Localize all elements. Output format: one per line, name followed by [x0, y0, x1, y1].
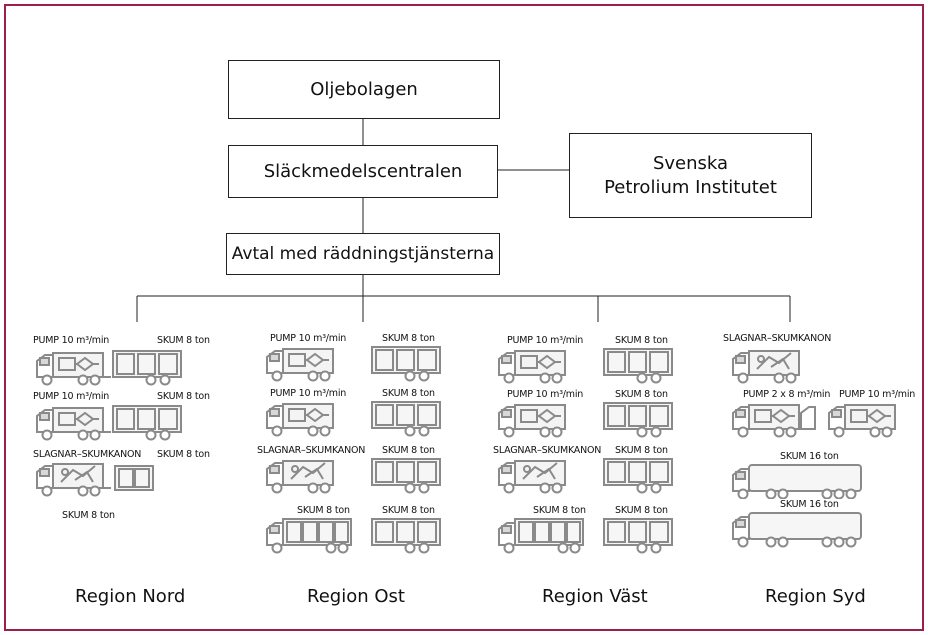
syd-label-2: PUMP 10 m³/min: [839, 389, 916, 400]
ost-label-5: SKUM 8 ton: [382, 445, 435, 456]
box-slackmedelscentralen: Släckmedelscentralen: [228, 145, 498, 198]
ost-label-2: PUMP 10 m³/min: [270, 388, 347, 399]
region-nord-name: Region Nord: [75, 586, 186, 607]
nord-pump-truck-2: [35, 402, 185, 442]
nord-pump-truck-1: [35, 347, 185, 387]
ost-label-6: SKUM 8 ton: [297, 505, 350, 516]
diagram-frame: [4, 4, 924, 631]
syd-tanker-1: [731, 461, 866, 499]
ost-pump-truck-1: [265, 343, 450, 383]
box-slackmedelscentralen-label: Släckmedelscentralen: [263, 160, 463, 182]
vast-label-4: SLAGNAR–SKUMKANON: [493, 445, 602, 456]
nord-label-5: SKUM 8 ton: [157, 449, 210, 460]
vast-foam-trucks: [497, 515, 682, 555]
ost-label-1: SKUM 8 ton: [382, 333, 435, 344]
nord-label-2: PUMP 10 m³/min: [33, 391, 110, 402]
region-vast-name: Region Väst: [542, 586, 648, 607]
nord-label-3: SKUM 8 ton: [157, 391, 210, 402]
box-oljebolagen: Oljebolagen: [228, 60, 500, 119]
syd-label-3: SKUM 16 ton: [780, 451, 839, 462]
box-agreement-label: Avtal med räddningstjänsterna: [231, 243, 495, 264]
ost-label-3: SKUM 8 ton: [382, 388, 435, 399]
syd-label-1: PUMP 2 x 8 m³/min: [743, 389, 831, 400]
ost-label-7: SKUM 8 ton: [382, 505, 435, 516]
nord-cannon-truck: [35, 458, 185, 500]
ost-cannon-truck: [265, 455, 450, 497]
nord-label-4: SLAGNAR–SKUMKANON: [33, 449, 142, 460]
nord-label-6: SKUM 8 ton: [62, 510, 115, 521]
vast-label-3: SKUM 8 ton: [615, 389, 668, 400]
vast-pump-truck-1: [497, 345, 682, 385]
vast-label-5: SKUM 8 ton: [615, 445, 668, 456]
syd-cannon-truck: [731, 345, 811, 387]
region-syd-name: Region Syd: [765, 586, 866, 607]
box-oljebolagen-label: Oljebolagen: [310, 78, 418, 100]
vast-pump-truck-2: [497, 399, 682, 439]
nord-label-0: PUMP 10 m³/min: [33, 335, 110, 346]
ost-foam-trucks: [265, 515, 450, 555]
syd-label-0: SLAGNAR–SKUMKANON: [723, 333, 832, 344]
vast-label-7: SKUM 8 ton: [615, 505, 668, 516]
ost-label-0: PUMP 10 m³/min: [270, 333, 347, 344]
vast-label-2: PUMP 10 m³/min: [507, 389, 584, 400]
vast-label-1: SKUM 8 ton: [615, 335, 668, 346]
syd-label-4: SKUM 16 ton: [780, 499, 839, 510]
region-ost-name: Region Ost: [307, 586, 405, 607]
vast-label-0: PUMP 10 m³/min: [507, 335, 584, 346]
ost-pump-truck-2: [265, 398, 450, 438]
syd-tanker-2: [731, 509, 866, 551]
box-spi: Svenska Petrolium Institutet: [569, 133, 812, 218]
syd-pump-trucks: [731, 399, 913, 439]
nord-foam-truck: [35, 520, 130, 556]
box-spi-label: Svenska Petrolium Institutet: [604, 153, 777, 198]
box-agreement: Avtal med räddningstjänsterna: [226, 233, 500, 275]
ost-label-4: SLAGNAR–SKUMKANON: [257, 445, 366, 456]
vast-label-6: SKUM 8 ton: [533, 505, 586, 516]
nord-label-1: SKUM 8 ton: [157, 335, 210, 346]
vast-cannon-truck: [497, 455, 682, 497]
